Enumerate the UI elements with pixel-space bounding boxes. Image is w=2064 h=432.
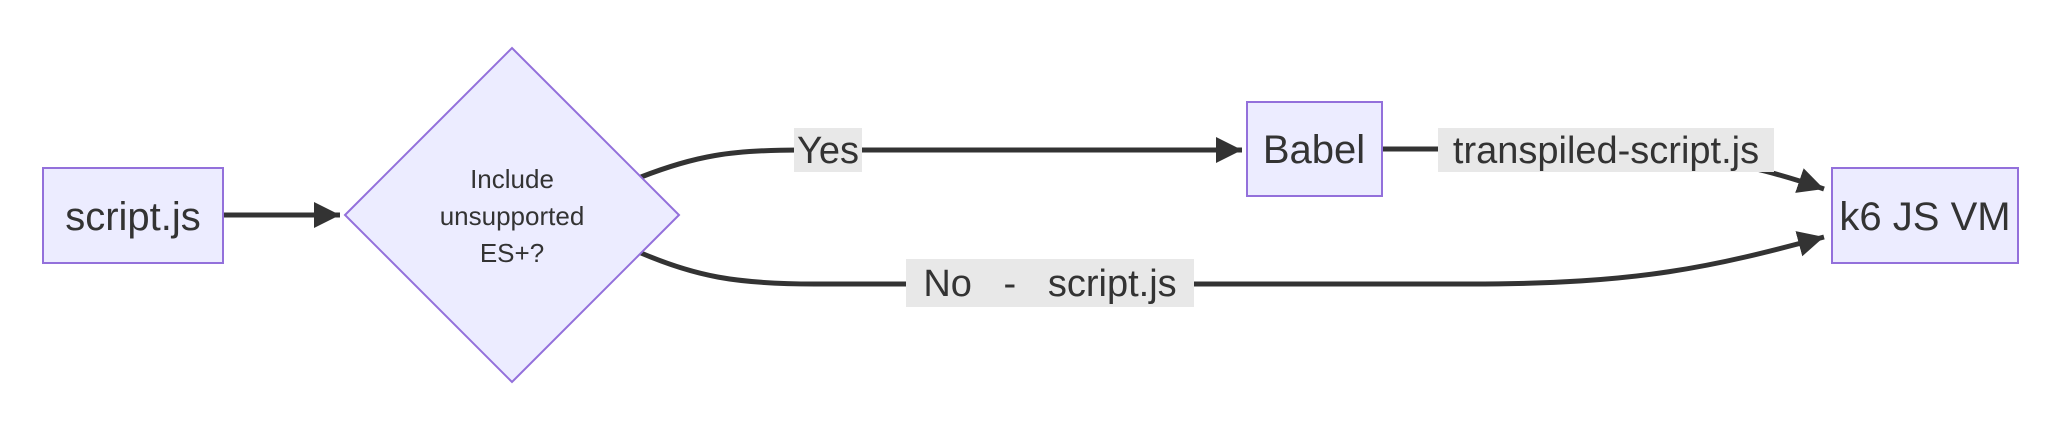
edge-decision-no-to-k6	[640, 231, 1825, 287]
node-babel-box	[1246, 101, 1383, 197]
decision-line-1: Include	[470, 164, 554, 194]
decision-diamond: Include unsupported ES+?	[343, 46, 681, 384]
node-script-js-label: script.js	[65, 195, 201, 239]
decision-diamond-shape	[343, 46, 681, 384]
node-k6-js-vm: k6 JS VM	[1831, 167, 2019, 264]
edge-label-no-bg	[906, 259, 1194, 307]
node-k6-js-vm-box	[1831, 167, 2019, 264]
decision-line-3: ES+?	[480, 238, 544, 268]
edge-label-transpiled: transpiled-script.js	[1453, 130, 1759, 172]
edge-label-transpiled-bg	[1438, 128, 1774, 172]
node-babel: Babel	[1246, 101, 1383, 197]
edge-label-no: No - script.js	[923, 263, 1176, 305]
node-k6-js-vm-label: k6 JS VM	[1839, 195, 2010, 239]
decision-line-2: unsupported	[440, 201, 585, 231]
node-script-js-box	[42, 167, 224, 264]
node-babel-label: Babel	[1263, 128, 1365, 172]
edge-label-yes-bg	[794, 128, 862, 172]
edge-decision-yes-to-babel	[640, 137, 1242, 180]
node-script-js: script.js	[42, 167, 224, 264]
edge-label-yes: Yes	[797, 130, 859, 172]
